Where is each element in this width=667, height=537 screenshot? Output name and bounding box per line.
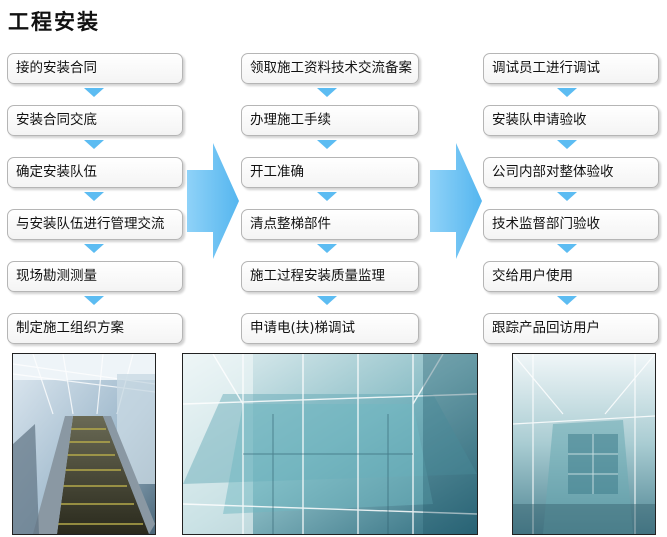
down-arrow: [557, 296, 577, 305]
big-right-arrow-icon: [430, 143, 482, 259]
down-arrow: [84, 140, 104, 149]
step-2-1: 领取施工资料技术交流备案: [241, 53, 419, 84]
down-arrow: [557, 244, 577, 253]
down-arrow: [557, 88, 577, 97]
escalator-photo: [12, 353, 156, 535]
step-2-6: 申请电(扶)梯调试: [241, 313, 419, 344]
down-arrow: [557, 140, 577, 149]
down-arrow: [317, 296, 337, 305]
down-arrow: [84, 192, 104, 201]
step-1-5: 现场勘测测量: [7, 261, 183, 292]
down-arrow: [317, 192, 337, 201]
page-title: 工程安装: [8, 10, 100, 34]
down-arrow: [84, 88, 104, 97]
down-arrow: [317, 88, 337, 97]
glass-elevator-photo: [512, 353, 656, 535]
down-arrow: [317, 244, 337, 253]
step-2-5: 施工过程安装质量监理: [241, 261, 419, 292]
step-1-4: 与安装队伍进行管理交流: [7, 209, 183, 240]
glass-elevator-shaft-photo: [182, 353, 478, 535]
step-1-3: 确定安装队伍: [7, 157, 183, 188]
big-right-arrow-icon: [187, 143, 239, 259]
step-2-3: 开工准确: [241, 157, 419, 188]
step-3-1: 调试员工进行调试: [483, 53, 659, 84]
step-3-5: 交给用户使用: [483, 261, 659, 292]
down-arrow: [317, 140, 337, 149]
down-arrow: [84, 296, 104, 305]
down-arrow: [84, 244, 104, 253]
step-3-3: 公司内部对整体验收: [483, 157, 659, 188]
step-3-4: 技术监督部门验收: [483, 209, 659, 240]
step-3-2: 安装队申请验收: [483, 105, 659, 136]
step-2-4: 清点整梯部件: [241, 209, 419, 240]
step-1-2: 安装合同交底: [7, 105, 183, 136]
step-1-6: 制定施工组织方案: [7, 313, 183, 344]
step-3-6: 跟踪产品回访用户: [483, 313, 659, 344]
step-2-2: 办理施工手续: [241, 105, 419, 136]
down-arrow: [557, 192, 577, 201]
step-1-1: 接的安装合同: [7, 53, 183, 84]
